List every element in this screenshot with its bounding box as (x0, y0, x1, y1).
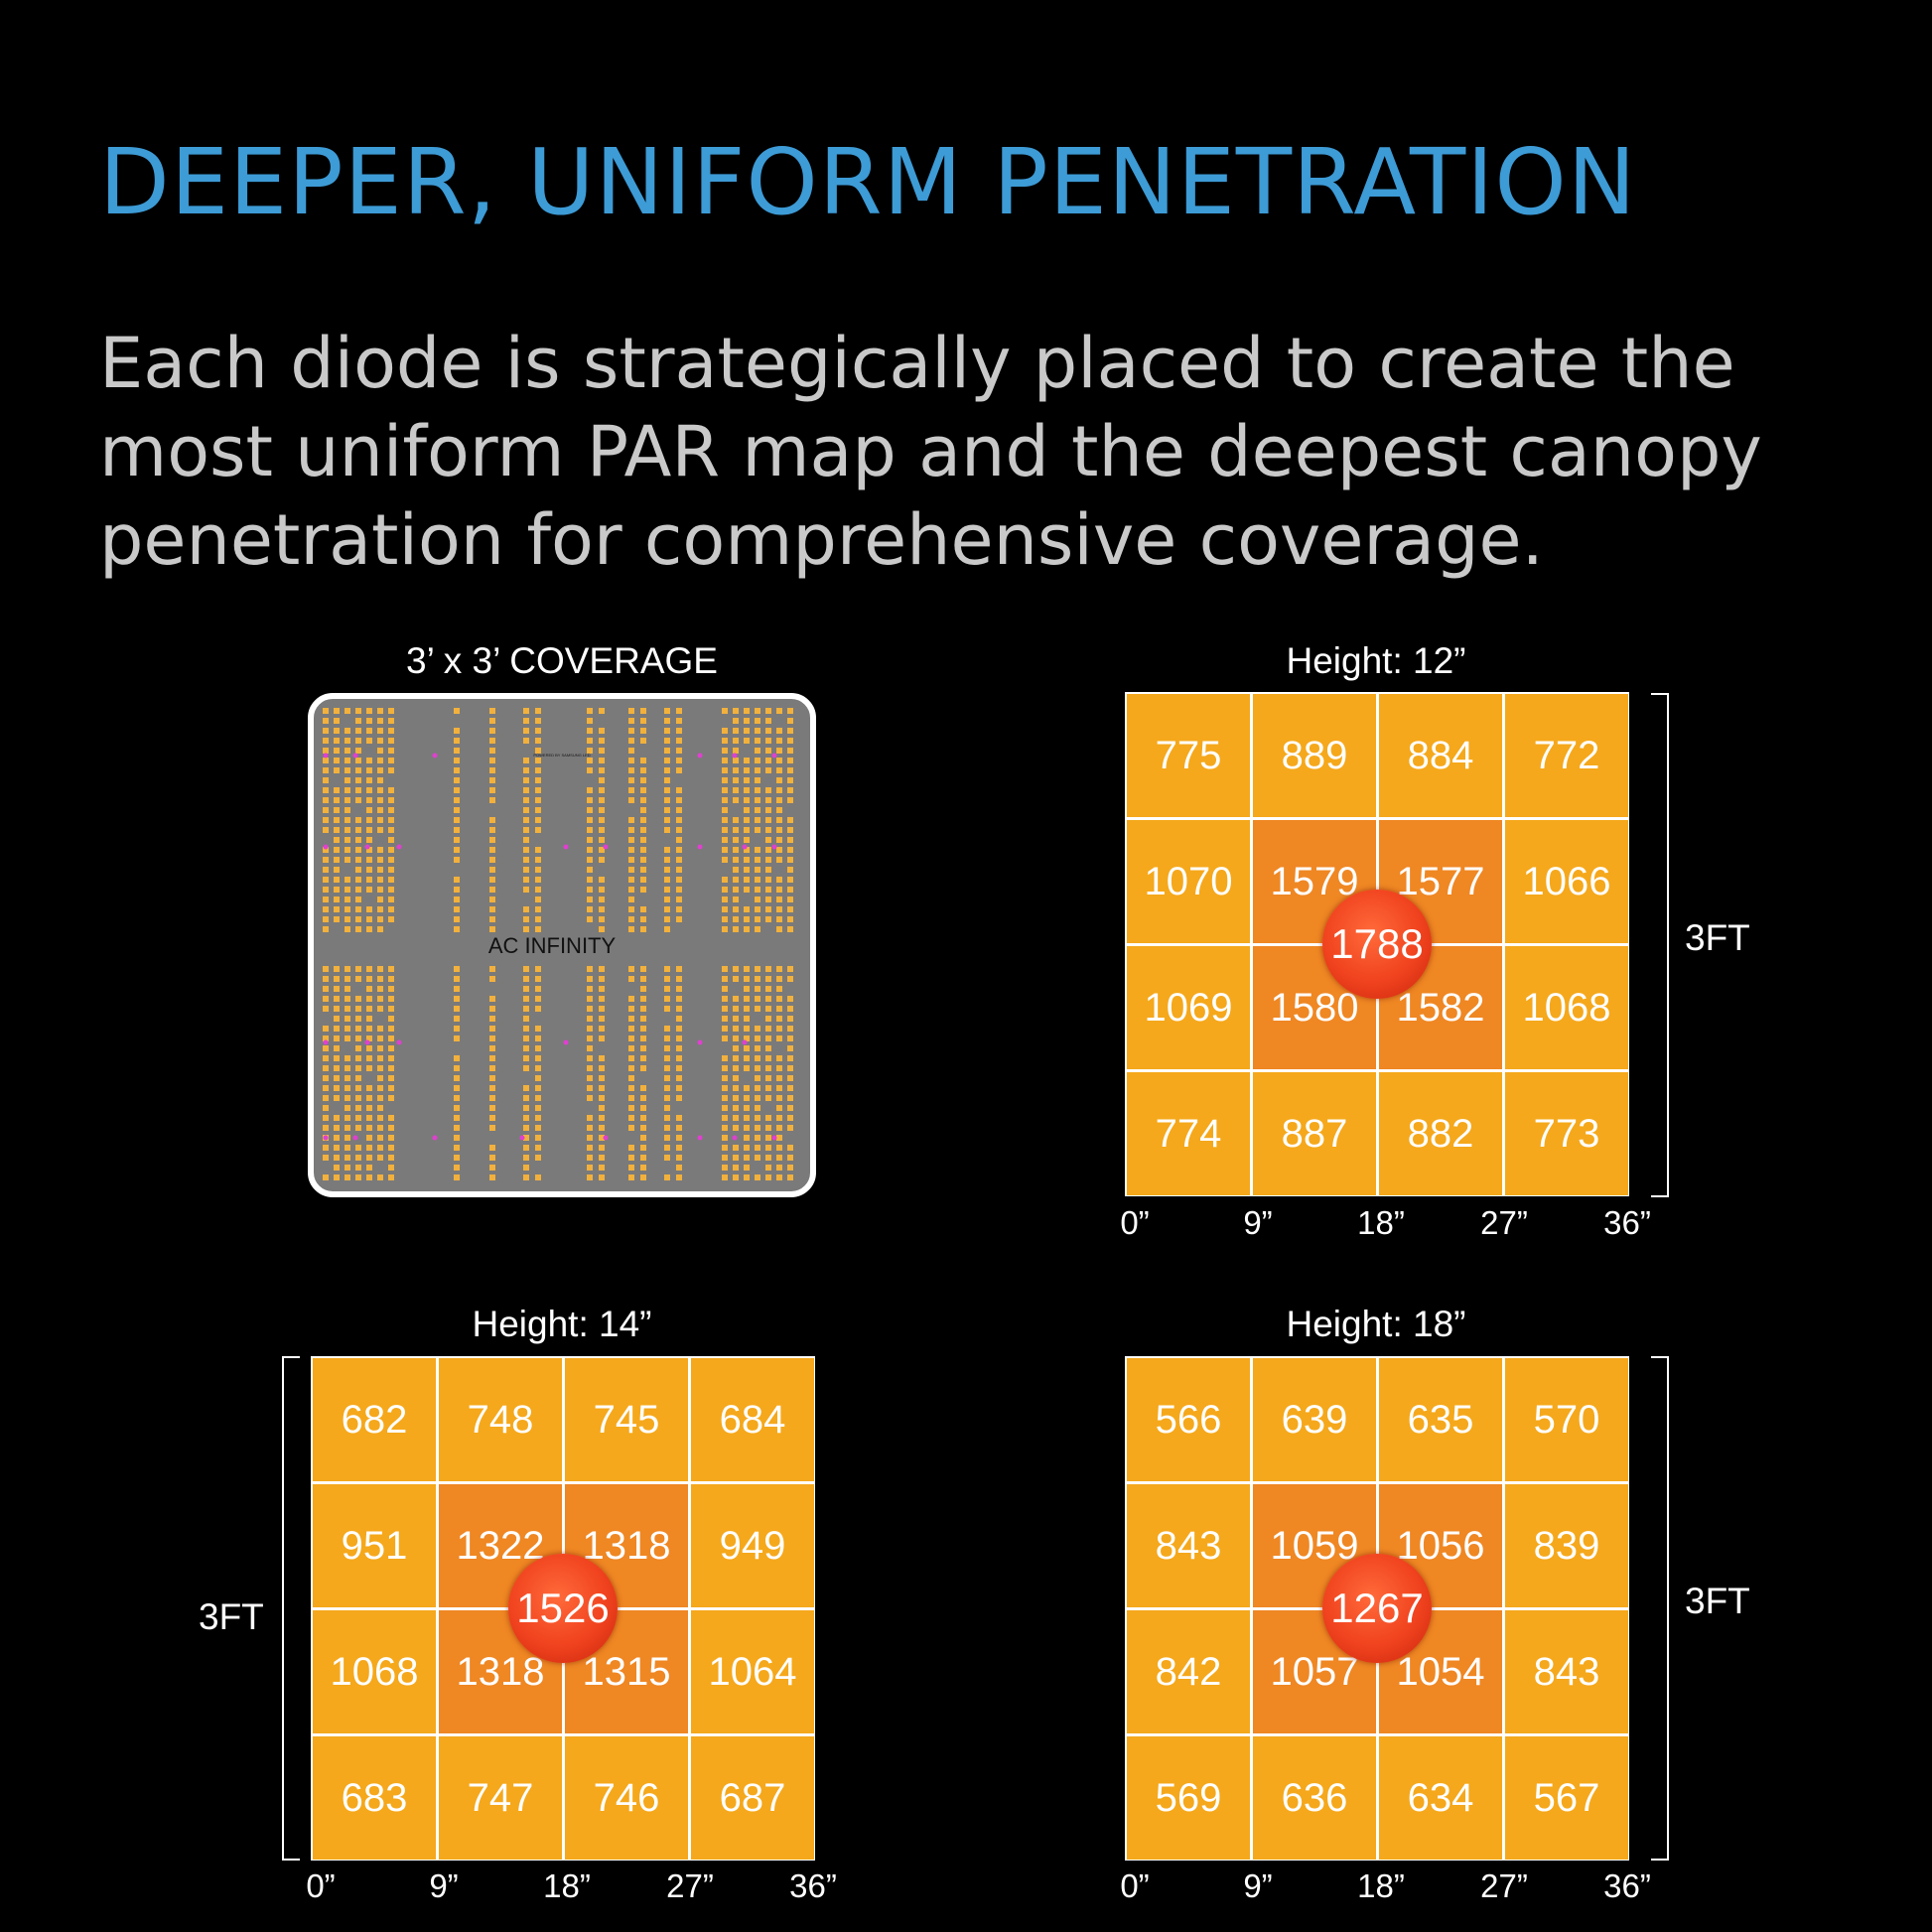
par-cell: 1070 (1127, 820, 1250, 943)
par-cell: 1064 (691, 1610, 814, 1733)
x-axis-tick: 9” (1243, 1867, 1273, 1904)
par-cell: 773 (1505, 1072, 1628, 1195)
page-description: Each diode is strategically placed to cr… (99, 320, 1847, 585)
par-cell: 748 (439, 1358, 562, 1481)
x-axis-tick: 27” (666, 1867, 714, 1904)
x-axis-tick: 0” (1120, 1867, 1150, 1904)
par-cell: 682 (313, 1358, 436, 1481)
par-cell: 746 (565, 1736, 688, 1860)
par-cell: 1315 (565, 1610, 688, 1733)
par-cell: 839 (1505, 1484, 1628, 1607)
brand-label: AC INFINITY (488, 933, 617, 958)
par-cell: 567 (1505, 1736, 1628, 1860)
par-cell: 1322 (439, 1484, 562, 1607)
x-axis-tick: 18” (1357, 1867, 1405, 1904)
par-cell: 1318 (439, 1610, 562, 1733)
dimension-bracket (1651, 1356, 1669, 1861)
par-cell: 889 (1253, 694, 1376, 817)
dimension-label: 3FT (199, 1596, 264, 1637)
par-cell: 745 (565, 1358, 688, 1481)
x-axis-tick: 18” (543, 1867, 591, 1904)
par-cell: 951 (313, 1484, 436, 1607)
page-title: DEEPER, UNIFORM PENETRATION (99, 129, 1637, 235)
coverage-title: 3’ x 3’ COVERAGE (406, 640, 718, 681)
x-axis-tick: 36” (789, 1867, 837, 1904)
description-line: Each diode is strategically placed to cr… (99, 323, 1735, 404)
par-cell: 1059 (1253, 1484, 1376, 1607)
par-cell: 635 (1379, 1358, 1502, 1481)
x-axis-tick: 27” (1480, 1867, 1528, 1904)
samsung-label: POWERED BY SAMSUNG LED (533, 753, 590, 758)
par-cell: 774 (1127, 1072, 1250, 1195)
par-cell: 570 (1505, 1358, 1628, 1481)
description-line: penetration for comprehensive coverage. (99, 499, 1544, 581)
x-axis-tick: 0” (1120, 1204, 1150, 1241)
dimension-bracket (1651, 693, 1669, 1197)
par-cell: 772 (1505, 694, 1628, 817)
map-title-18: Height: 18” (1286, 1304, 1466, 1344)
par-cell: 634 (1379, 1736, 1502, 1860)
par-cell: 1068 (1505, 946, 1628, 1069)
par-cell: 843 (1127, 1484, 1250, 1607)
par-cell: 747 (439, 1736, 562, 1860)
peak-value-badge: 1526 (508, 1554, 618, 1663)
par-cell: 683 (313, 1736, 436, 1860)
x-axis-tick: 36” (1603, 1204, 1651, 1241)
map-title-14: Height: 14” (472, 1304, 652, 1344)
par-cell: 1577 (1379, 820, 1502, 943)
par-cell: 639 (1253, 1358, 1376, 1481)
par-cell: 843 (1505, 1610, 1628, 1733)
dimension-label: 3FT (1685, 917, 1750, 958)
par-cell: 566 (1127, 1358, 1250, 1481)
led-board-image: AC INFINITY POWERED BY SAMSUNG LED (308, 693, 816, 1197)
par-cell: 569 (1127, 1736, 1250, 1860)
par-cell: 884 (1379, 694, 1502, 817)
dimension-label: 3FT (1685, 1581, 1750, 1621)
x-axis-tick: 9” (429, 1867, 459, 1904)
par-cell: 887 (1253, 1072, 1376, 1195)
par-cell: 636 (1253, 1736, 1376, 1860)
x-axis-tick: 36” (1603, 1867, 1651, 1904)
par-cell: 842 (1127, 1610, 1250, 1733)
peak-value-badge: 1267 (1322, 1554, 1432, 1663)
x-axis-tick: 9” (1243, 1204, 1273, 1241)
par-cell: 949 (691, 1484, 814, 1607)
x-axis-tick: 27” (1480, 1204, 1528, 1241)
x-axis-tick: 0” (306, 1867, 336, 1904)
par-cell: 687 (691, 1736, 814, 1860)
description-line: most uniform PAR map and the deepest can… (99, 411, 1762, 492)
x-axis-tick: 18” (1357, 1204, 1405, 1241)
peak-value-badge: 1788 (1322, 890, 1432, 999)
par-cell: 882 (1379, 1072, 1502, 1195)
par-cell: 1066 (1505, 820, 1628, 943)
par-cell: 775 (1127, 694, 1250, 817)
par-cell: 684 (691, 1358, 814, 1481)
map-title-12: Height: 12” (1286, 640, 1466, 681)
par-cell: 1068 (313, 1610, 436, 1733)
dimension-bracket (282, 1356, 300, 1861)
par-cell: 1069 (1127, 946, 1250, 1069)
led-diode-array (323, 708, 793, 1180)
